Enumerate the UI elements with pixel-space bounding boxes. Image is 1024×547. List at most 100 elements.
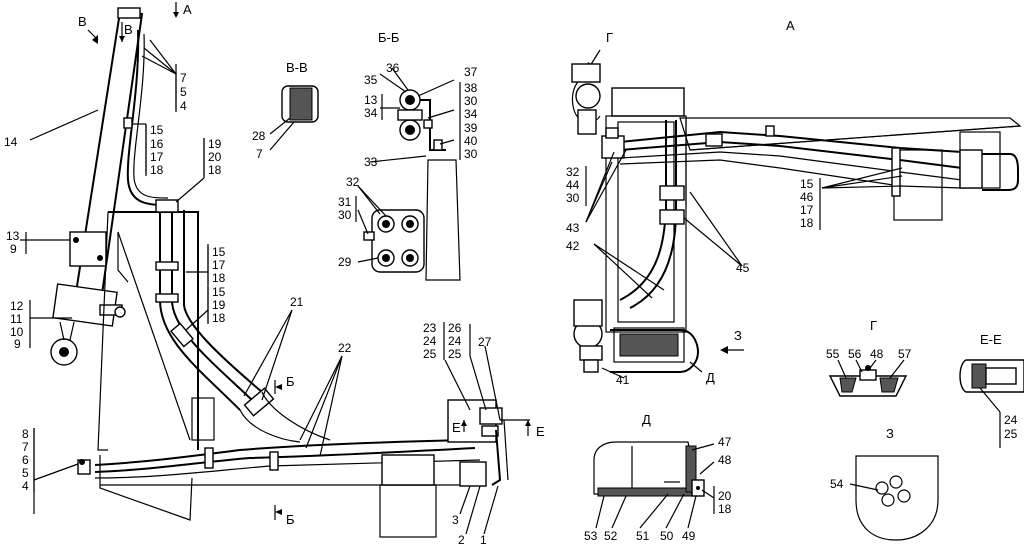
d-label-50: 50 [660,529,674,543]
a-label-41: 41 [616,373,630,387]
d-label-47: 47 [718,435,732,449]
section-bb-title: Б-Б [378,30,399,45]
d-label-18: 18 [718,502,732,516]
vv-label-7: 7 [256,147,263,161]
g-label-55: 55 [826,347,840,361]
bb-label-31: 31 [338,195,352,209]
label-26: 26 [448,321,462,335]
label-23: 23 [423,321,437,335]
z-label-54: 54 [830,477,844,491]
label-4b: 4 [22,479,29,493]
a-label-42: 42 [566,239,580,253]
label-24b: 24 [448,334,462,348]
a-label-17: 17 [800,203,814,217]
label-7b: 7 [22,440,29,454]
label-12: 12 [10,299,24,313]
view-a-arrow-label: А [183,2,192,17]
bb-label-36: 36 [386,61,400,75]
bb-label-40: 40 [464,134,478,148]
label-10: 10 [10,325,24,339]
view-a-d-mark: Д [706,370,715,385]
label-25: 25 [423,347,437,361]
label-1: 1 [480,533,487,547]
ee-label-25: 25 [1004,427,1018,441]
g-label-48: 48 [870,347,884,361]
g-label-56: 56 [848,347,862,361]
label-19: 19 [208,137,222,151]
hose-bundle-horizontal [77,391,487,538]
d-label-53: 53 [584,529,598,543]
cut-mark-b-top: Б [286,374,295,389]
hydraulic-cylinder [50,7,144,366]
a-label-44: 44 [566,178,580,192]
cut-mark-v-left: В [78,14,87,29]
a-label-15: 15 [800,177,814,191]
label-24: 24 [423,334,437,348]
bb-label-34: 34 [364,106,378,120]
bb-label-37: 37 [464,65,478,79]
label-5b: 5 [22,466,29,480]
label-6: 6 [22,453,29,467]
a-label-18: 18 [800,216,814,230]
label-2: 2 [458,533,465,547]
bb-label-13: 13 [364,93,378,107]
view-g-title: Г [870,318,877,333]
hose-bundle-vertical [155,199,275,417]
label-15b: 15 [212,245,226,259]
section-vv-title: В-В [286,60,308,75]
a-label-30: 30 [566,191,580,205]
label-8: 8 [22,427,29,441]
label-9: 9 [10,242,17,256]
label-15: 15 [150,123,164,137]
section-ee-title: Е-Е [980,332,1002,347]
cut-marks: В В А Б Б Е Е [78,2,545,527]
label-7: 7 [180,71,187,85]
label-21: 21 [290,295,304,309]
ee-label-24: 24 [1004,413,1018,427]
label-22: 22 [338,341,352,355]
cut-mark-e-right: Е [536,424,545,439]
label-17: 17 [150,150,164,164]
label-17b: 17 [212,258,226,272]
label-16: 16 [150,137,164,151]
main-view: В В А Б Б Е Е [4,2,545,547]
bb-label-32: 32 [346,175,360,189]
bb-label-30: 30 [464,94,478,108]
g-label-57: 57 [898,347,912,361]
view-a-title: А [786,18,795,33]
section-ee: Е-Е 24 25 [959,332,1024,448]
label-15c: 15 [212,285,226,299]
bb-label-34b: 34 [464,107,478,121]
view-d: Д 47 48 20 18 53 52 51 50 49 [584,412,732,543]
main-label-bars [33,72,445,492]
a-label-32: 32 [566,165,580,179]
vv-label-28: 28 [252,129,266,143]
view-a-g-mark: Г [606,30,613,45]
label-3: 3 [452,513,459,527]
label-19b: 19 [212,298,226,312]
bb-label-29: 29 [338,255,352,269]
d-label-48: 48 [718,453,732,467]
view-a-z-mark: З [734,328,742,343]
label-5: 5 [180,85,187,99]
label-20: 20 [208,150,222,164]
label-18b: 18 [208,163,222,177]
bb-label-35: 35 [364,73,378,87]
d-label-51: 51 [636,529,650,543]
view-a: А Г [566,18,1022,387]
label-18: 18 [150,163,164,177]
label-13: 13 [6,229,20,243]
clamp-assembly [363,209,425,273]
section-bb: Б-Б 36 35 37 13 34 [338,30,478,281]
bb-label-38: 38 [464,81,478,95]
a-label-43: 43 [566,221,580,235]
label-4: 4 [180,99,187,113]
label-18c: 18 [212,271,226,285]
view-z-title: З [886,426,894,441]
d-label-52: 52 [604,529,618,543]
bb-label-30b: 30 [464,147,478,161]
cut-mark-e-left: Е [452,420,461,435]
a-label-46: 46 [800,190,814,204]
label-11: 11 [10,312,23,326]
